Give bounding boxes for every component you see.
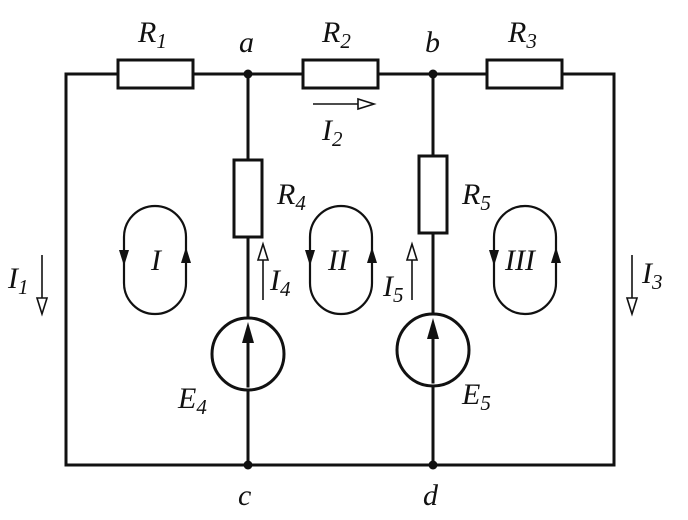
label-i5-sub: 5 <box>393 283 404 307</box>
mesh-loop-1-arrow-down <box>119 250 129 266</box>
mesh-loop-3-arrow-down <box>489 250 499 266</box>
label-r5: R5 <box>461 178 491 215</box>
source-e4 <box>210 316 286 392</box>
source-e5-arrow-head <box>427 318 439 339</box>
label-e5: E5 <box>461 378 491 415</box>
node-a-dot <box>243 69 253 79</box>
node-a-label: a <box>239 26 254 59</box>
label-i1-main: I <box>7 262 20 295</box>
source-e5 <box>395 312 471 388</box>
mesh-loop-2-label: II <box>327 244 350 277</box>
current-arrow-i1 <box>35 255 49 317</box>
label-e4-sub: 4 <box>196 395 207 419</box>
current-arrow-i3-head <box>625 297 639 317</box>
label-i2-sub: 2 <box>332 127 343 151</box>
label-i3: I3 <box>641 257 663 294</box>
label-e5-main: E <box>461 378 480 411</box>
resistor-r5 <box>417 154 449 235</box>
resistor-r4 <box>232 158 264 239</box>
label-r2-sub: 2 <box>340 29 351 53</box>
label-r1-sub: 1 <box>156 29 167 53</box>
label-i1-sub: 1 <box>18 275 29 299</box>
current-arrow-i4 <box>256 241 270 300</box>
mesh-loop-2-arrow-up <box>367 247 377 263</box>
current-arrow-i2 <box>313 97 377 111</box>
source-e4-arrow-head <box>242 322 254 343</box>
label-r2-main: R <box>321 16 340 49</box>
wires <box>64 72 616 467</box>
label-r3: R3 <box>507 16 537 53</box>
label-r3-sub: 3 <box>525 29 537 53</box>
label-e4: E4 <box>177 382 207 419</box>
node-b-dot <box>428 69 438 79</box>
node-c-label: c <box>238 479 251 512</box>
resistor-r2 <box>301 58 380 90</box>
label-i4: I4 <box>269 264 291 301</box>
label-i4-sub: 4 <box>280 277 291 301</box>
mesh-loop-3 <box>489 204 561 316</box>
current-arrow-i4-head <box>256 241 270 261</box>
label-r1: R1 <box>137 16 167 53</box>
node-d-label: d <box>423 479 439 512</box>
mesh-loop-3-arrow-up <box>551 247 561 263</box>
current-arrow-i5 <box>405 241 419 300</box>
label-r5-sub: 5 <box>480 191 491 215</box>
mesh-loop-1 <box>119 204 191 316</box>
mesh-loop-2-arrow-down <box>305 250 315 266</box>
label-i5-main: I <box>382 270 395 303</box>
node-c-dot <box>243 460 253 470</box>
node-b-label: b <box>425 26 440 59</box>
label-i4-main: I <box>269 264 282 297</box>
current-arrow-i5-head <box>405 241 419 261</box>
label-r1-main: R <box>137 16 156 49</box>
label-r5-main: R <box>461 178 480 211</box>
label-e4-main: E <box>177 382 196 415</box>
current-arrow-i1-head <box>35 297 49 317</box>
mesh-loop-1-label: I <box>150 244 163 277</box>
label-i2: I2 <box>321 114 343 151</box>
label-r4-main: R <box>276 178 295 211</box>
label-i1: I1 <box>7 262 29 299</box>
label-i3-sub: 3 <box>651 270 663 294</box>
node-d-dot <box>428 460 438 470</box>
current-arrow-i3 <box>625 255 639 317</box>
label-i5: I5 <box>382 270 404 307</box>
mesh-loop-3-label: III <box>504 244 537 277</box>
label-i3-main: I <box>641 257 654 290</box>
resistor-r1 <box>116 58 195 90</box>
label-r4-sub: 4 <box>295 191 306 215</box>
label-e5-sub: 5 <box>480 391 491 415</box>
current-arrow-i2-head <box>357 97 377 111</box>
label-r2: R2 <box>321 16 351 53</box>
mesh-loop-1-arrow-up <box>181 247 191 263</box>
label-r4: R4 <box>276 178 306 215</box>
resistor-r3 <box>485 58 564 90</box>
label-r3-main: R <box>507 16 526 49</box>
label-i2-main: I <box>321 114 334 147</box>
mesh-loop-2 <box>305 204 377 316</box>
